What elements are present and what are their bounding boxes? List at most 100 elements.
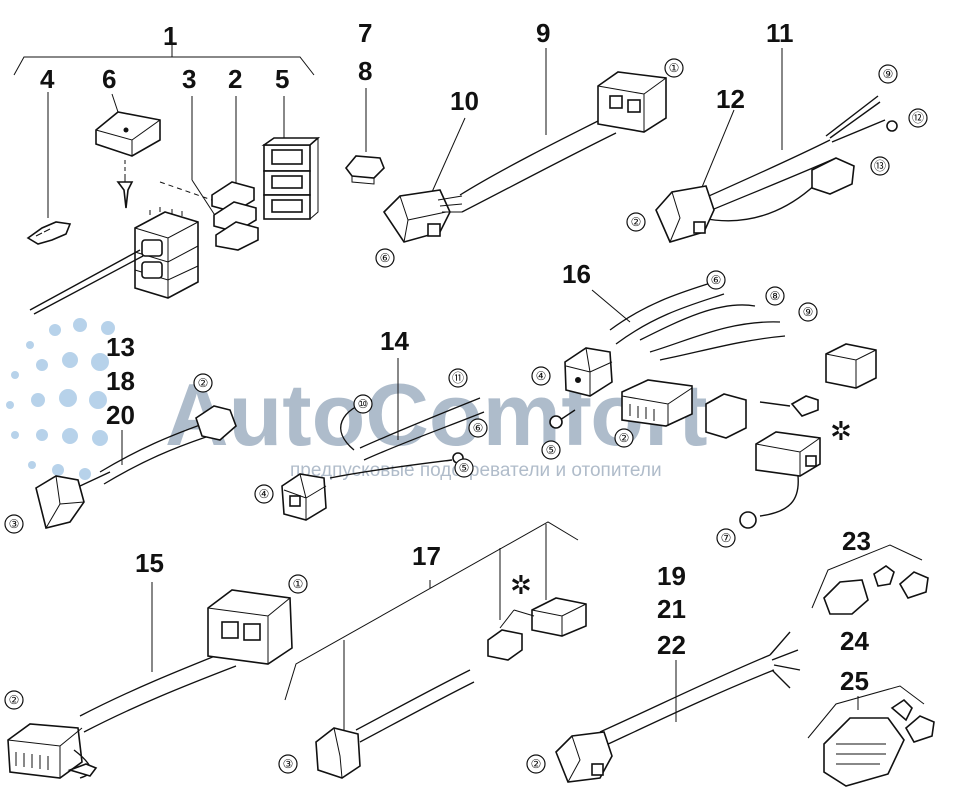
svg-text:⑥: ⑥ [711,273,722,287]
part-number-labels: 1 4 6 3 2 5 7 8 9 10 11 12 16 13 18 20 1… [40,18,871,696]
reference-marker: ① [288,574,308,594]
part-number: 3 [182,64,196,94]
part-number: 17 [412,541,441,571]
part-number: 10 [450,86,479,116]
svg-text:②: ② [9,693,20,707]
part-number: 6 [102,64,116,94]
svg-text:⑩: ⑩ [358,397,369,411]
part-number: 12 [716,84,745,114]
part-number: 1 [163,21,177,51]
svg-text:①: ① [669,61,680,75]
part-number: 11 [766,18,794,48]
part-4-terminal [26,92,72,245]
part-24-25-kit [807,685,935,787]
part-number: 15 [135,548,164,578]
part-9-10-harness [382,48,667,243]
reference-marker: ② [4,690,24,710]
part-number: 9 [536,18,550,48]
reference-marker: ⑤ [454,458,474,478]
svg-text:⑫: ⑫ [912,111,924,125]
svg-text:⑧: ⑧ [770,289,781,303]
svg-text:③: ③ [9,517,20,531]
part-15-harness [7,582,293,779]
part-5-stacked-housings [261,96,321,220]
part-main-connector-block [29,207,199,315]
reference-marker: ⑨ [798,302,818,322]
part-23-kit [811,544,929,615]
reference-marker: ⑧ [765,286,785,306]
reference-marker: ⑥ [468,418,488,438]
svg-text:③: ③ [283,757,294,771]
part-number: 13 [106,332,135,362]
svg-text:⑨: ⑨ [883,67,894,81]
reference-marker: ④ [531,366,551,386]
svg-text:⑬: ⑬ [874,159,886,173]
part-7-8-fuse [344,88,385,185]
part-number: 24 [840,626,869,656]
svg-text:②: ② [631,215,642,229]
part-number: 7 [358,18,372,48]
part-number: 4 [40,64,55,94]
part-number: 25 [840,666,869,696]
part-17-harness [284,521,587,779]
watermark-dots [6,318,115,504]
watermark-brand: AutoComfort [165,365,708,464]
svg-text:④: ④ [536,369,547,383]
reference-marker: ② [614,428,634,448]
part-number: 19 [657,561,686,591]
reference-marker: ② [626,212,646,232]
part-16-harness [549,279,877,529]
part-number: 2 [228,64,242,94]
svg-text:⑨: ⑨ [803,305,814,319]
watermark-tagline: предпусковые подогреватели и отопители [290,460,662,481]
svg-text:②: ② [198,376,209,390]
reference-marker: ① [664,58,684,78]
part-13-18-20-harness [35,405,237,529]
part-number: 16 [562,259,591,289]
reference-marker: ⑥ [375,248,395,268]
reference-marker: ⑬ [870,156,890,176]
part-number: 8 [358,56,372,86]
part-11-12-harness [655,48,898,243]
asterisk-mark: ✲ [510,571,532,601]
reference-marker: ④ [254,484,274,504]
reference-marker: ⑤ [541,440,561,460]
reference-marker: ⑩ [353,394,373,414]
reference-marker: ③ [4,514,24,534]
reference-marker: ② [526,754,546,774]
watermark: AutoComfort предпусковые подогреватели и… [6,318,708,504]
svg-text:⑤: ⑤ [546,443,557,457]
part-number: 18 [106,366,135,396]
svg-text:④: ④ [259,487,270,501]
svg-text:⑪: ⑪ [452,371,464,385]
svg-text:⑥: ⑥ [473,421,484,435]
part-number: 23 [842,526,871,556]
svg-text:①: ① [293,577,304,591]
svg-text:⑦: ⑦ [721,531,732,545]
part-6-plug-cap [95,93,161,209]
group-1-bracket [13,40,315,76]
svg-text:⑤: ⑤ [459,461,470,475]
reference-markers: ① ⑥ ⑨ ⑫ ⑬ ② ⑥ ⑧ ⑨ ④ ⑤ ② ② ⑩ ⑪ ⑥ ④ ⑤ ③ ⑦ … [4,58,928,774]
reference-marker: ⑨ [878,64,898,84]
part-number: 21 [657,594,686,624]
reference-marker: ② [193,373,213,393]
part-3-2-contacts [159,96,259,251]
reference-marker: ⑪ [448,368,468,388]
asterisk-mark: ✲ [830,417,852,447]
reference-marker: ⑫ [908,108,928,128]
part-number: 5 [275,64,289,94]
part-number: 20 [106,400,135,430]
part-19-21-22-harness [555,631,801,783]
reference-marker: ⑥ [706,270,726,290]
svg-text:⑥: ⑥ [380,251,391,265]
part-14-harness [281,358,485,521]
part-number: 14 [380,326,409,356]
svg-text:②: ② [619,431,630,445]
reference-marker: ③ [278,754,298,774]
part-number: 22 [657,630,686,660]
svg-text:②: ② [531,757,542,771]
reference-marker: ⑦ [716,528,736,548]
